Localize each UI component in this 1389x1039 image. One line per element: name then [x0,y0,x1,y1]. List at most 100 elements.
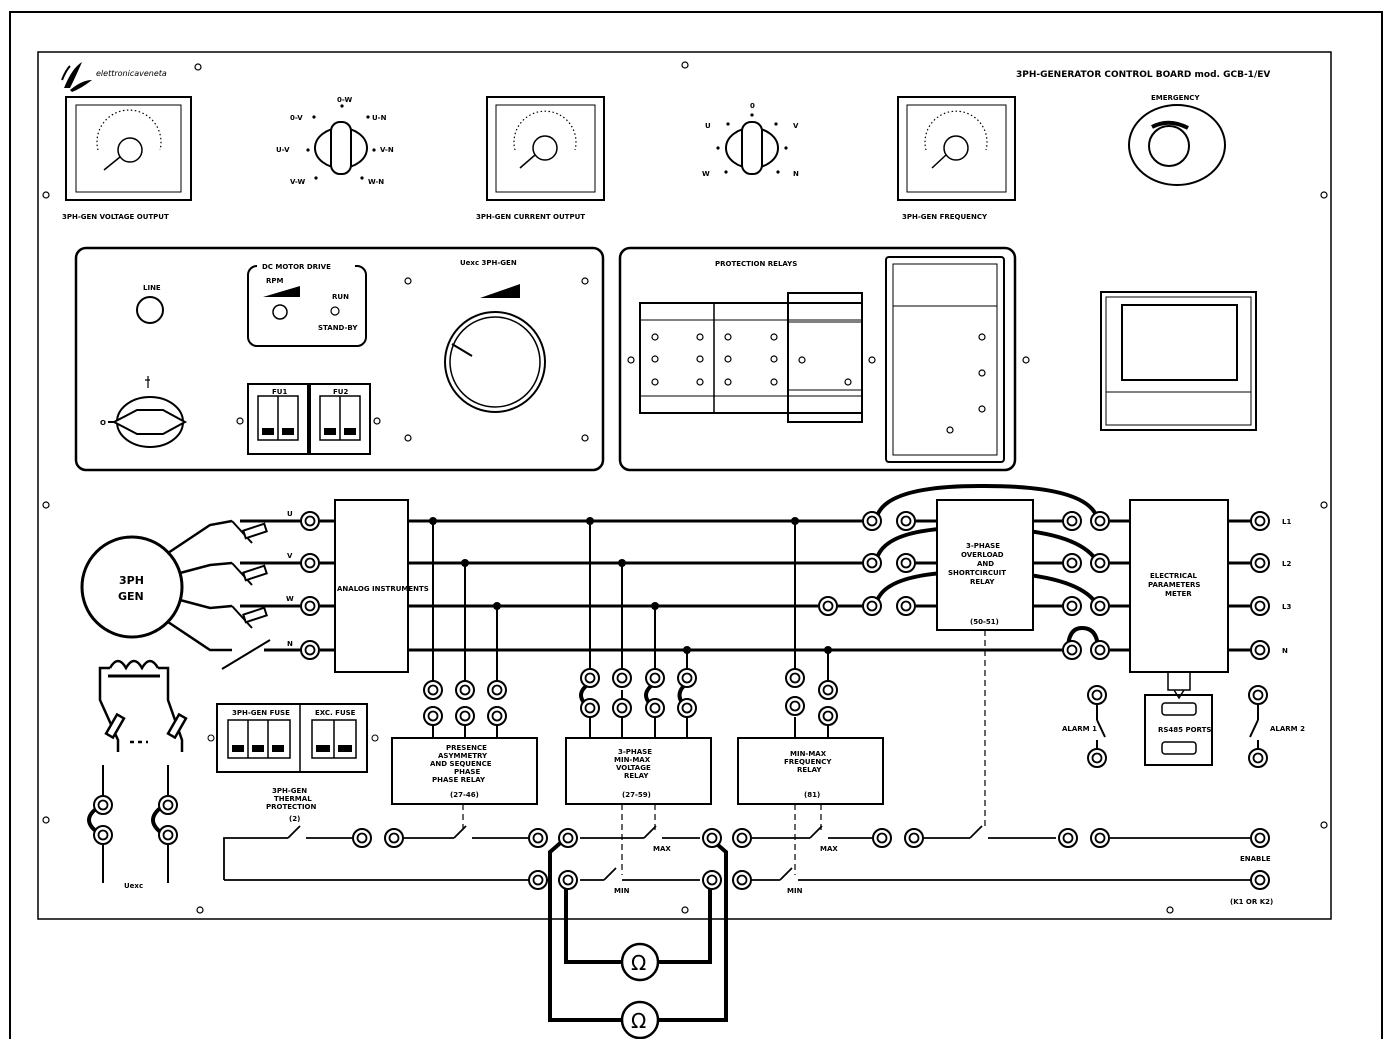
terminal-socket[interactable] [612,668,632,688]
uexc-knob[interactable] [444,311,546,413]
terminal-socket[interactable] [818,680,838,700]
terminal-socket[interactable] [158,825,178,845]
terminal-socket[interactable] [904,828,924,848]
terminal-socket[interactable] [384,828,404,848]
terminal-sockets[interactable] [93,511,1270,890]
terminal-socket[interactable] [1058,828,1078,848]
terminal-socket[interactable] [423,680,443,700]
terminal-socket[interactable] [300,596,320,616]
terminal-socket[interactable] [1090,553,1110,573]
terminal-socket[interactable] [455,706,475,726]
overload-label-6: (50-51) [970,618,999,626]
terminal-socket[interactable] [580,698,600,718]
terminal-socket[interactable] [1062,553,1082,573]
terminal-socket[interactable] [732,870,752,890]
terminal-socket[interactable] [1250,828,1270,848]
terminal-socket[interactable] [862,553,882,573]
terminal-socket[interactable] [1248,685,1268,705]
terminal-socket[interactable] [1250,640,1270,660]
terminal-socket[interactable] [785,696,805,716]
presence-label-5: PHASE RELAY [432,776,486,784]
terminal-socket[interactable] [352,828,372,848]
max-label-1: MAX [653,845,671,853]
terminal-socket[interactable] [1090,596,1110,616]
frequency-meter [897,96,1016,201]
terminal-socket[interactable] [818,596,838,616]
csel-w: W [702,170,710,178]
terminal-socket[interactable] [455,680,475,700]
terminal-socket[interactable] [818,706,838,726]
terminal-socket[interactable] [785,668,805,688]
mechanical-links [462,630,986,875]
terminal-socket[interactable] [423,706,443,726]
terminal-socket[interactable] [1090,640,1110,660]
terminal-socket[interactable] [645,668,665,688]
vsel-vw: V-W [290,178,305,186]
rs485-ports[interactable] [1144,672,1213,766]
terminal-socket[interactable] [158,795,178,815]
terminal-socket[interactable] [1062,511,1082,531]
terminal-socket[interactable] [93,795,113,815]
terminal-socket[interactable] [645,698,665,718]
terminal-socket[interactable] [558,828,578,848]
terminal-socket[interactable] [732,828,752,848]
main-rotary-switch[interactable]: O [100,376,188,448]
output-n: N [1282,647,1288,655]
voltage-selector-switch[interactable] [306,104,376,180]
terminal-socket[interactable] [558,870,578,890]
terminal-socket[interactable] [1250,870,1270,890]
current-selector-switch[interactable] [725,121,779,175]
emergency-button[interactable] [1128,104,1226,186]
terminal-socket[interactable] [1090,511,1110,531]
fuse-fu2[interactable] [309,383,371,455]
terminal-socket[interactable] [872,828,892,848]
rpm-knob[interactable] [272,304,288,320]
min-label-1: MIN [614,887,630,895]
terminal-socket[interactable] [528,870,548,890]
csel-0: 0 [750,102,755,110]
alarm1-label: ALARM 1 [1062,725,1097,733]
terminal-socket[interactable] [300,553,320,573]
output-l3: L3 [1282,603,1291,611]
terminal-socket[interactable] [93,825,113,845]
terminal-socket[interactable] [612,698,632,718]
terminal-socket[interactable] [1087,748,1107,768]
display-module [1100,291,1257,431]
terminal-socket[interactable] [862,511,882,531]
terminal-socket[interactable] [1062,640,1082,660]
terminal-socket[interactable] [580,668,600,688]
relay-module-block [627,292,1030,423]
terminal-socket[interactable] [702,870,722,890]
terminal-socket[interactable] [1250,596,1270,616]
terminal-socket[interactable] [896,596,916,616]
output-l2: L2 [1282,560,1291,568]
enable-circuit [223,825,1250,881]
terminal-socket[interactable] [896,553,916,573]
terminal-socket[interactable] [896,511,916,531]
terminal-socket[interactable] [1248,748,1268,768]
terminal-socket[interactable] [677,668,697,688]
overload-label-5: RELAY [970,578,995,586]
voltage-meter [65,96,192,201]
terminal-socket[interactable] [300,640,320,660]
voltage-relay-label-1: 3-PHASE [618,748,652,756]
phase-w-label: W [286,595,294,603]
terminal-socket[interactable] [1062,596,1082,616]
terminal-socket[interactable] [528,828,548,848]
vsel-un: U-N [372,114,387,122]
terminal-socket[interactable] [1250,511,1270,531]
terminal-socket[interactable] [1250,553,1270,573]
terminal-socket[interactable] [487,706,507,726]
fuse-fu1[interactable] [247,383,309,455]
voltage-relay-label-2: MIN-MAX [614,756,651,764]
enable-label: ENABLE [1240,855,1271,863]
terminal-socket[interactable] [487,680,507,700]
phase-v-label: V [287,552,293,560]
terminal-socket[interactable] [702,828,722,848]
terminal-socket[interactable] [1087,685,1107,705]
terminal-socket[interactable] [677,698,697,718]
terminal-socket[interactable] [862,596,882,616]
phase-u-label: U [287,510,293,518]
terminal-socket[interactable] [300,511,320,531]
terminal-socket[interactable] [1090,828,1110,848]
